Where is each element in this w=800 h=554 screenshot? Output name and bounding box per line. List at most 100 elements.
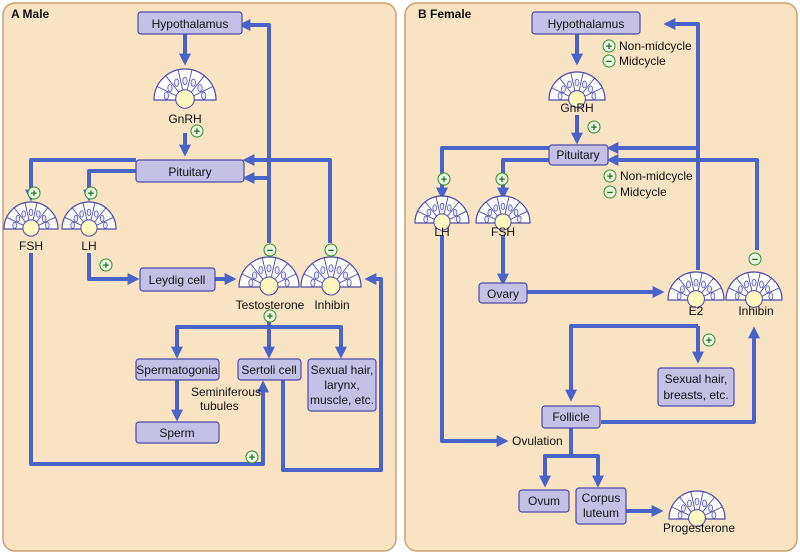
female-hypothalamus-box: Hypothalamus — [531, 11, 641, 35]
svg-text:+: + — [591, 122, 597, 134]
sertoli-cell-label: Sertoli cell — [241, 363, 296, 377]
sperm-label: Sperm — [159, 426, 194, 440]
female-lh-cell — [414, 195, 470, 231]
spermatogonia-box: Spermatogonia — [135, 358, 220, 381]
legend-mid-midcycle: Midcycle — [620, 185, 667, 199]
female-inhibin-cell — [725, 271, 783, 308]
female-pituitary-box: Pituitary — [548, 144, 609, 166]
male-inhibin-cell — [300, 256, 362, 296]
svg-text:−: − — [328, 245, 334, 257]
plus-sign-leydig: + — [99, 258, 113, 272]
progesterone-label: Progesterone — [663, 521, 735, 535]
sperm-box: Sperm — [135, 421, 220, 444]
female-inhibin-label: Inhibin — [738, 304, 773, 318]
svg-text:+: + — [499, 174, 505, 186]
arrow-lh-to-leydig — [87, 253, 140, 285]
corpus-luteum-line2: luteum — [583, 506, 619, 520]
female-gnrh-neuron-cell — [548, 71, 606, 108]
svg-text:+: + — [606, 41, 612, 53]
testosterone-cell — [238, 256, 300, 296]
female-arrows — [436, 18, 760, 517]
arrow-f-follicle-to-ovum — [539, 428, 573, 488]
progesterone-cell — [668, 490, 726, 527]
female-fsh-cell — [475, 195, 531, 231]
svg-text:+: + — [706, 335, 712, 347]
fsh-label: FSH — [19, 239, 43, 253]
female-sexual-traits-line2: breasts, etc. — [663, 388, 728, 402]
male-sexual-traits-line2: larynx, — [324, 378, 359, 392]
svg-text:+: + — [31, 188, 37, 200]
female-sexual-traits-box: Sexual hair, breasts, etc. — [657, 367, 735, 407]
arrow-f-inhibin-to-pituitary — [606, 154, 759, 250]
plus-sign-fsh: + — [27, 186, 41, 200]
plus-sign-female-sexual: + — [702, 333, 716, 347]
arrow-testosterone-to-hypothalamus — [238, 19, 271, 243]
svg-text:−: − — [752, 254, 758, 266]
female-fsh-label: FSH — [491, 225, 515, 239]
plus-sign-gnrh: + — [190, 124, 204, 138]
leydig-cell-label: Leydig cell — [149, 273, 206, 287]
male-pituitary-box: Pituitary — [135, 159, 245, 183]
svg-text:+: + — [249, 452, 255, 464]
svg-text:−: − — [267, 245, 273, 257]
sertoli-cell-box: Sertoli cell — [237, 358, 302, 381]
legend-top-nonmidcycle: Non-midcycle — [619, 39, 692, 53]
plus-sign-female-lh: + — [437, 172, 451, 186]
corpus-luteum-box: Corpus luteum — [575, 487, 627, 525]
male-sexual-traits-line3: muscle, etc. — [310, 393, 374, 407]
ovum-label: Ovum — [528, 494, 560, 508]
plus-sign-female-gnrh: + — [587, 120, 601, 134]
lh-cell — [61, 201, 117, 237]
ovum-box: Ovum — [518, 489, 570, 513]
arrow-testosterone-to-sexual — [269, 325, 347, 359]
arrow-inhibin-to-pituitary — [242, 154, 332, 243]
arrow-f-follicle-to-inhibin — [601, 326, 760, 424]
ovulation-label: Ovulation — [512, 434, 563, 448]
minus-sign-testosterone: − — [263, 243, 277, 257]
male-pituitary-label: Pituitary — [168, 165, 211, 179]
arrow-sertoli-to-inhibin — [281, 273, 383, 472]
minus-sign-inhibin: − — [324, 243, 338, 257]
arrow-pituitary-to-fsh — [25, 158, 136, 202]
follicle-label: Follicle — [552, 410, 590, 424]
male-inhibin-label: Inhibin — [314, 298, 349, 312]
male-sexual-traits-box: Sexual hair, larynx, muscle, etc. — [307, 358, 377, 412]
minus-sign-female-inhibin: − — [748, 252, 762, 266]
gnrh-label: GnRH — [168, 112, 201, 126]
female-sexual-traits-line1: Sexual hair, — [665, 372, 728, 386]
plus-sign-lh: + — [84, 186, 98, 200]
male-panel-title: A Male — [11, 7, 50, 21]
svg-text:+: + — [267, 311, 273, 323]
legend-mid-plus: + — [603, 169, 617, 183]
svg-text:+: + — [441, 174, 447, 186]
female-panel-title: B Female — [418, 7, 472, 21]
svg-text:+: + — [103, 260, 109, 272]
corpus-luteum-line1: Corpus — [582, 491, 621, 505]
male-hypothalamus-label: Hypothalamus — [152, 17, 229, 31]
e2-cell — [667, 271, 725, 308]
legend-mid-nonmidcycle: Non-midcycle — [620, 169, 693, 183]
seminiferous-label-line2: tubules — [200, 399, 239, 413]
legend-top-midcycle: Midcycle — [619, 54, 666, 68]
lh-label: LH — [81, 239, 96, 253]
arrow-f-e2-to-hypothalamus — [663, 18, 700, 270]
leydig-cell-box: Leydig cell — [139, 267, 216, 292]
svg-text:+: + — [194, 126, 200, 138]
spermatogonia-label: Spermatogonia — [136, 363, 218, 377]
svg-text:−: − — [607, 187, 613, 199]
fsh-cell — [3, 201, 59, 237]
arrow-fsh-to-sertoli — [29, 253, 269, 466]
svg-text:+: + — [88, 188, 94, 200]
seminiferous-label-line1: Seminiferous — [191, 385, 261, 399]
female-pituitary-label: Pituitary — [556, 148, 599, 162]
plus-sign-targets: + — [263, 309, 277, 323]
svg-text:+: + — [607, 171, 613, 183]
female-gnrh-label: GnRH — [560, 101, 593, 115]
arrow-f-follicle-to-corpus — [571, 454, 604, 488]
e2-label: E2 — [689, 304, 704, 318]
gnrh-neuron-cell — [153, 68, 217, 109]
male-hypothalamus-box: Hypothalamus — [137, 11, 243, 35]
ovary-label: Ovary — [487, 287, 519, 301]
legend-mid-minus: − — [603, 185, 617, 199]
